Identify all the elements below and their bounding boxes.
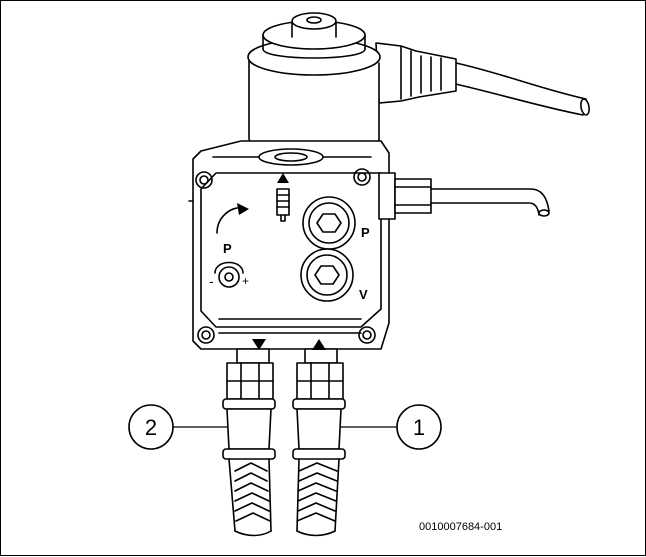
return-hose: [228, 458, 272, 537]
corner-bolt-top-right: [353, 168, 371, 186]
pump-body: [188, 140, 390, 350]
flow-up-arrow-icon: [277, 173, 289, 183]
figure-id: 0010007684-001: [419, 521, 502, 533]
side-fitting: [378, 172, 550, 220]
return-line-fitting: [222, 348, 276, 460]
rotation-arrowhead-icon: [237, 203, 249, 215]
pressure-port-label: P: [361, 225, 370, 240]
coil-cable: [450, 62, 590, 116]
callout-1-number: 1: [413, 415, 425, 440]
vacuum-gauge-port: [300, 248, 354, 302]
increase-sign: +: [242, 274, 249, 288]
solenoid-coil: [247, 12, 381, 148]
decrease-sign: -: [209, 273, 214, 289]
coil-connector: [375, 42, 457, 104]
suction-hose: [296, 458, 340, 537]
pressure-gauge-port: [302, 196, 356, 250]
return-direction-arrow-icon: [252, 339, 266, 350]
vacuum-port-label: V: [359, 287, 368, 302]
callout-1-circle: [396, 404, 442, 450]
filter-icon: [276, 188, 290, 222]
pressure-adjust-label: P: [223, 241, 232, 256]
suction-line-fitting: [292, 348, 346, 460]
corner-bolt-bottom-left: [197, 326, 215, 344]
pressure-adjust-screw: [214, 261, 244, 288]
corner-bolt-top-left: [195, 171, 213, 189]
callout-2-number: 2: [145, 415, 157, 440]
suction-direction-arrow-icon: [312, 339, 326, 350]
corner-bolt-bottom-right: [358, 326, 376, 344]
callout-2-circle: [128, 404, 174, 450]
